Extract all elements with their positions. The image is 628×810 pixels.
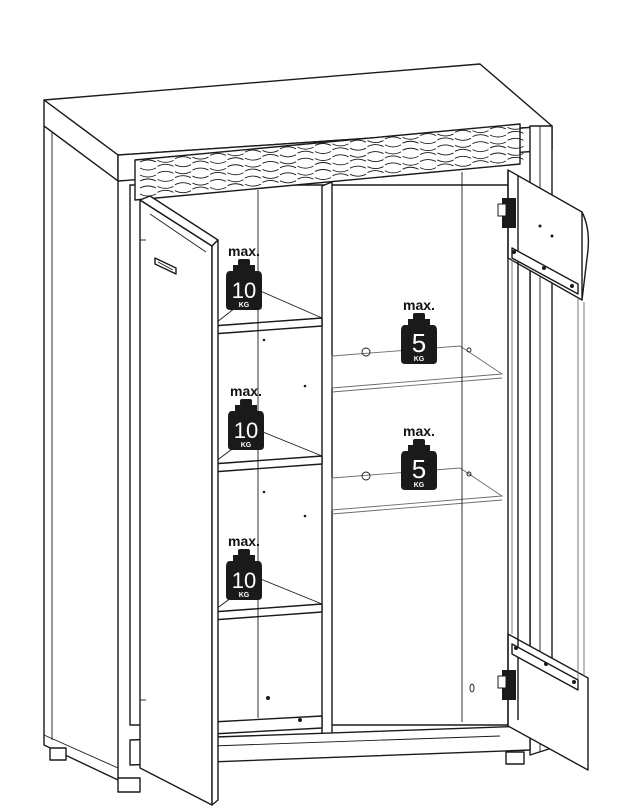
- weight-unit: KG: [239, 302, 250, 309]
- weight-unit: KG: [414, 356, 425, 363]
- shelf-support-icon: [262, 338, 307, 722]
- weight-value: 5: [412, 328, 426, 358]
- left-door: [139, 195, 219, 806]
- weight-badge-glass-shelf-upper: max. 5KG: [401, 297, 437, 364]
- weight-value: 10: [232, 278, 256, 303]
- hinge-icon: [497, 198, 516, 228]
- foot-right: [505, 751, 525, 765]
- weight-value: 10: [232, 568, 256, 593]
- weight-value: 5: [412, 454, 426, 484]
- left-shelves: [210, 190, 323, 735]
- weight-unit: KG: [414, 482, 425, 489]
- max-label: max.: [228, 533, 260, 549]
- max-label: max.: [403, 423, 435, 439]
- weight-unit: KG: [239, 592, 250, 599]
- weight-value: 10: [234, 418, 258, 443]
- weight-icon: [226, 549, 262, 600]
- central-divider: [321, 181, 333, 743]
- cabinet-left-side: [43, 125, 119, 781]
- weight-icon: [226, 259, 262, 310]
- weight-icon: [401, 313, 437, 364]
- right-door: [497, 169, 590, 771]
- plinth: [49, 725, 531, 793]
- foot-left: [117, 777, 141, 793]
- weight-icon: [228, 399, 264, 450]
- max-label: max.: [403, 297, 435, 313]
- handle-icon: [154, 257, 177, 275]
- max-label: max.: [228, 243, 260, 259]
- woven-frieze: [134, 123, 524, 201]
- weight-badge-glass-shelf-lower: max. 5KG: [401, 423, 437, 490]
- weight-unit: KG: [241, 442, 252, 449]
- max-label: max.: [230, 383, 262, 399]
- weight-icon: [401, 439, 437, 490]
- foot-back-left: [49, 747, 67, 761]
- hinge-icon: [497, 670, 516, 700]
